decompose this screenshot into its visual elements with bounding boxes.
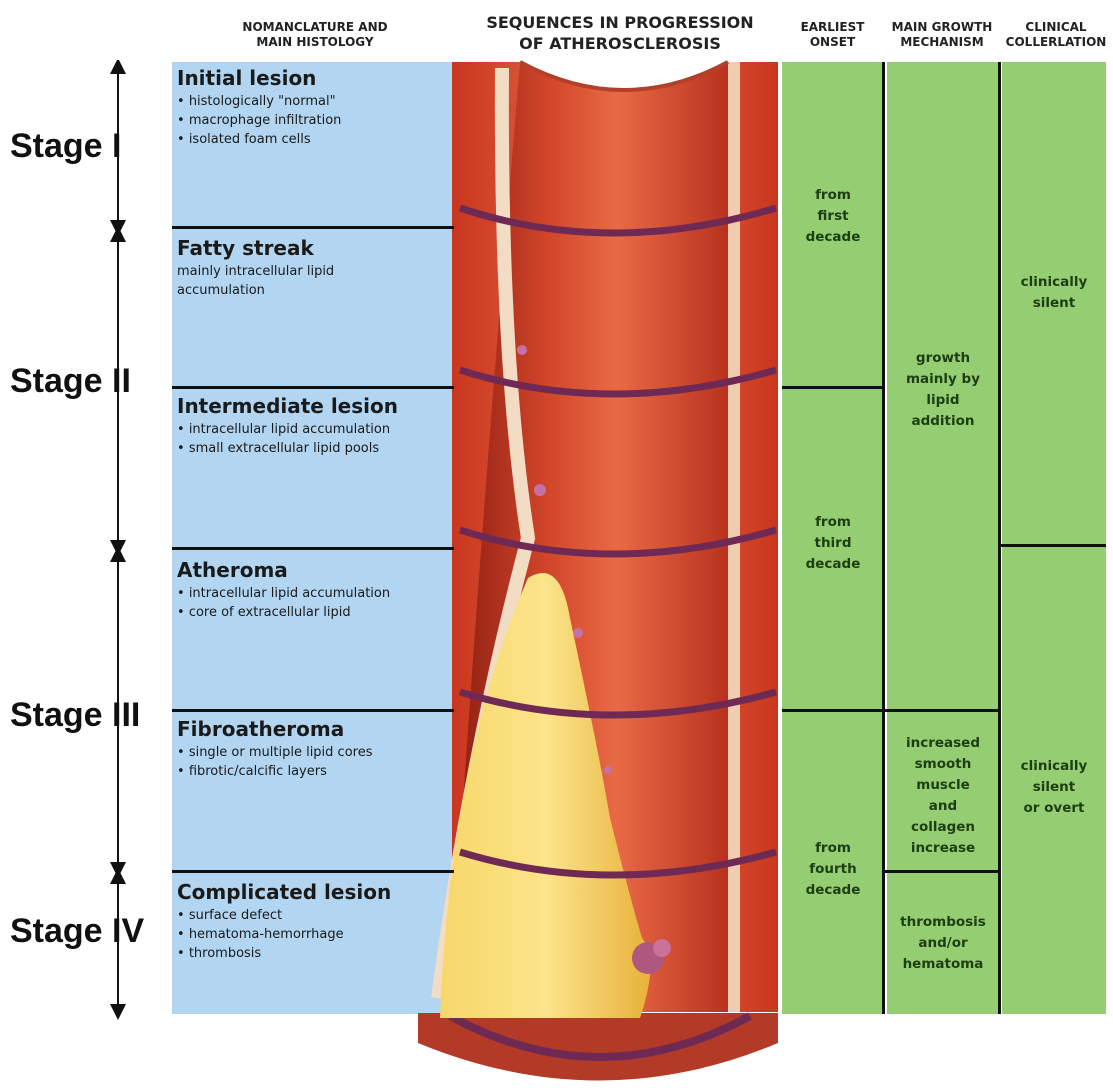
stage-label-iv: Stage IV: [10, 912, 144, 951]
onset-text-line: from: [782, 838, 884, 859]
lesion-bullet: intracellular lipid accumulation: [177, 584, 467, 603]
onset-text-line: fourth: [782, 859, 884, 880]
thrombus-2: [653, 939, 671, 957]
lesion-fibroatheroma: Fibroatheroma single or multiple lipid c…: [177, 717, 467, 781]
growth-thrombosis: thrombosis and/or hematoma: [886, 912, 1000, 975]
header-growth-line1: MAIN GROWTH: [882, 20, 1002, 35]
onset-text-line: from: [782, 512, 884, 533]
stage-label-i: Stage I: [10, 127, 121, 166]
separator-line: [172, 386, 454, 389]
growth-divider: [885, 709, 1000, 712]
foam-cell: [517, 345, 527, 355]
onset-text-line: decade: [782, 880, 884, 901]
lesion-bullet: intracellular lipid accumulation: [177, 420, 467, 439]
onset-text-line: from: [782, 185, 884, 206]
stage-label-iii: Stage III: [10, 696, 140, 735]
header-sequences-line2: OF ATHEROSCLEROSIS: [455, 33, 785, 54]
clinical-divider: [1000, 544, 1106, 547]
lesion-atheroma: Atheroma intracellular lipid accumulatio…: [177, 558, 467, 622]
onset-divider: [782, 709, 885, 712]
stage-arrows: [100, 60, 140, 1020]
header-nomenclature: NOMANCLATURE AND MAIN HISTOLOGY: [200, 20, 430, 50]
separator-line: [172, 226, 454, 229]
lesion-bullet: isolated foam cells: [177, 130, 467, 149]
onset-text-line: first: [782, 206, 884, 227]
clinical-silent: clinically silent: [1002, 272, 1106, 314]
lesion-bullet: fibrotic/calcific layers: [177, 762, 467, 781]
onset-text-line: decade: [782, 554, 884, 575]
stage-label-ii: Stage II: [10, 362, 131, 401]
lesion-bullet: thrombosis: [177, 944, 467, 963]
clinical-text-line: or overt: [1002, 798, 1106, 819]
lesion-title: Complicated lesion: [177, 880, 467, 904]
lesion-bullet: core of extracellular lipid: [177, 603, 467, 622]
separator-line: [172, 870, 454, 873]
growth-text-line: muscle: [886, 775, 1000, 796]
lesion-complicated: Complicated lesion surface defect hemato…: [177, 880, 467, 963]
lesion-initial: Initial lesion histologically "normal" m…: [177, 66, 467, 149]
lesion-text: mainly intracellular lipid: [177, 262, 467, 281]
lesion-bullet: histologically "normal": [177, 92, 467, 111]
growth-text-line: smooth: [886, 754, 1000, 775]
growth-text-line: growth: [886, 348, 1000, 369]
clinical-text-line: silent: [1002, 777, 1106, 798]
lesion-title: Intermediate lesion: [177, 394, 467, 418]
clinical-text-line: clinically: [1002, 272, 1106, 293]
lesion-bullet: hematoma-hemorrhage: [177, 925, 467, 944]
growth-text-line: hematoma: [886, 954, 1000, 975]
onset-divider: [782, 386, 885, 389]
foam-cell: [534, 484, 546, 496]
lesion-fatty-streak: Fatty streak mainly intracellular lipid …: [177, 236, 467, 300]
clinical-text-line: silent: [1002, 293, 1106, 314]
growth-text-line: increase: [886, 838, 1000, 859]
lesion-bullet: single or multiple lipid cores: [177, 743, 467, 762]
header-clinical-line1: CLINICAL: [1000, 20, 1112, 35]
growth-text-line: collagen: [886, 817, 1000, 838]
growth-text-line: increased: [886, 733, 1000, 754]
lesion-title: Initial lesion: [177, 66, 467, 90]
header-sequences: SEQUENCES IN PROGRESSION OF ATHEROSCLERO…: [455, 12, 785, 54]
header-onset-line1: EARLIEST: [785, 20, 880, 35]
lesion-bullet: small extracellular lipid pools: [177, 439, 467, 458]
lesion-title: Atheroma: [177, 558, 467, 582]
header-onset: EARLIEST ONSET: [785, 20, 880, 50]
lesion-title: Fatty streak: [177, 236, 467, 260]
clinical-silent-or-overt: clinically silent or overt: [1002, 756, 1106, 819]
onset-text-line: third: [782, 533, 884, 554]
header-onset-line2: ONSET: [785, 35, 880, 50]
onset-fourth-decade: from fourth decade: [782, 838, 884, 901]
clinical-column-bg: [1002, 62, 1106, 1014]
separator-line: [172, 547, 454, 550]
onset-text-line: decade: [782, 227, 884, 248]
growth-text-line: and/or: [886, 933, 1000, 954]
lesion-intermediate: Intermediate lesion intracellular lipid …: [177, 394, 467, 458]
growth-divider: [885, 870, 1000, 873]
header-clinical: CLINICAL COLLERLATION: [1000, 20, 1112, 50]
growth-smooth-muscle: increased smooth muscle and collagen inc…: [886, 733, 1000, 859]
growth-text-line: thrombosis: [886, 912, 1000, 933]
growth-text-line: mainly by: [886, 369, 1000, 390]
growth-text-line: lipid: [886, 390, 1000, 411]
lesion-bullet: surface defect: [177, 906, 467, 925]
separator-line: [172, 709, 454, 712]
foam-cell: [573, 628, 583, 638]
onset-first-decade: from first decade: [782, 185, 884, 248]
header-nomenclature-line2: MAIN HISTOLOGY: [200, 35, 430, 50]
header-clinical-line2: COLLERLATION: [1000, 35, 1112, 50]
lesion-bullet: macrophage infiltration: [177, 111, 467, 130]
clinical-text-line: clinically: [1002, 756, 1106, 777]
growth-text-line: and: [886, 796, 1000, 817]
header-nomenclature-line1: NOMANCLATURE AND: [200, 20, 430, 35]
lesion-text: accumulation: [177, 281, 467, 300]
lesion-title: Fibroatheroma: [177, 717, 467, 741]
foam-cell: [604, 766, 612, 774]
onset-third-decade: from third decade: [782, 512, 884, 575]
header-growth-line2: MECHANISM: [882, 35, 1002, 50]
growth-text-line: addition: [886, 411, 1000, 432]
growth-lipid-addition: growth mainly by lipid addition: [886, 348, 1000, 432]
header-sequences-line1: SEQUENCES IN PROGRESSION: [455, 12, 785, 33]
header-growth: MAIN GROWTH MECHANISM: [882, 20, 1002, 50]
